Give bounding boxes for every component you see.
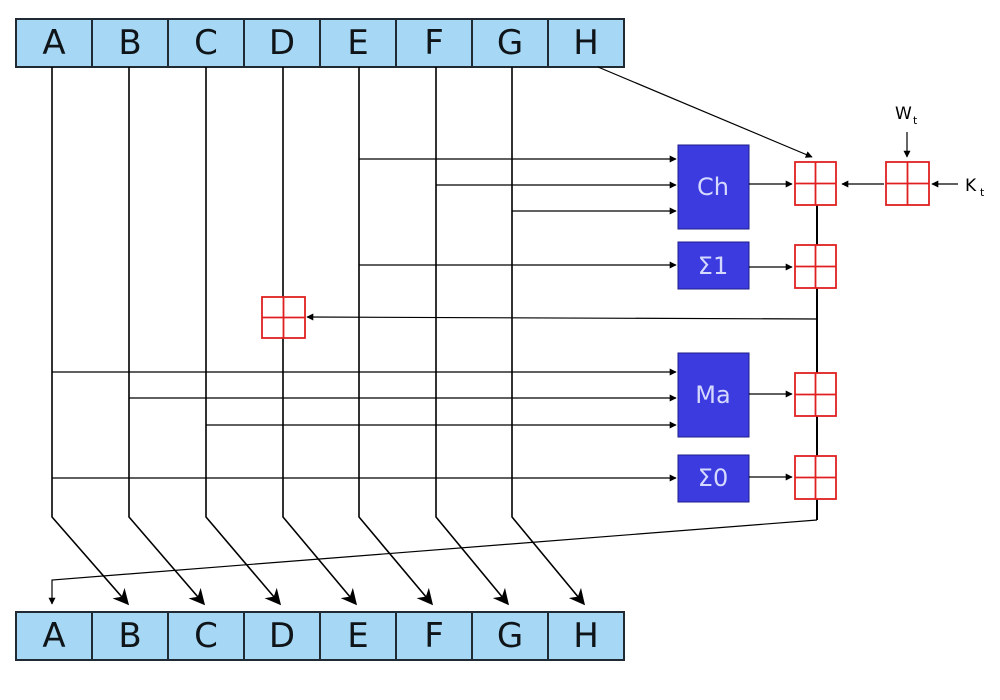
bottom-register-e-label: E xyxy=(347,616,368,656)
top-register-b: B xyxy=(91,18,169,68)
sigma1-label: Σ1 xyxy=(698,252,728,280)
wire-e-to-f xyxy=(358,67,434,606)
bottom-register-g: G xyxy=(471,611,549,661)
bottom-register-d: D xyxy=(243,611,321,661)
register-shift-wires xyxy=(51,67,586,606)
kt-label: K t xyxy=(965,176,985,199)
adder-d xyxy=(261,296,306,339)
wt-label: W t xyxy=(895,104,918,127)
bottom-register-b: B xyxy=(91,611,169,661)
wire-h-to-adder xyxy=(597,66,813,158)
bottom-register-c-label: C xyxy=(194,616,218,656)
wire-b-to-c xyxy=(128,67,206,606)
adder-ma xyxy=(794,372,837,417)
top-register-c-label: C xyxy=(194,23,218,63)
bottom-register-e: E xyxy=(319,611,397,661)
ch-box: Ch xyxy=(677,144,750,230)
wire-to-d-adder xyxy=(306,313,818,321)
wire-a-to-b xyxy=(51,67,130,606)
top-register-g: G xyxy=(471,18,549,68)
top-register-d-label: D xyxy=(269,23,295,63)
wt-label-sub: t xyxy=(913,114,918,127)
sigma0-box: Σ0 xyxy=(677,454,750,503)
wire-c-to-d xyxy=(205,67,282,606)
bottom-register-d-label: D xyxy=(269,616,295,656)
bottom-register-a-label: A xyxy=(42,616,65,656)
top-register-b-label: B xyxy=(118,23,141,63)
adder-sigma1 xyxy=(794,244,837,289)
top-register-a-label: A xyxy=(42,23,65,63)
operation-output-wires xyxy=(749,180,793,481)
sigma1-box: Σ1 xyxy=(677,241,750,290)
adder-sigma0 xyxy=(794,455,837,500)
wire-feedback-to-a xyxy=(48,519,818,605)
adder-wt-kt xyxy=(885,161,930,206)
bottom-register-f-label: F xyxy=(424,616,444,656)
bottom-register-row: A B C D E F G H xyxy=(15,611,625,661)
bottom-register-g-label: G xyxy=(497,616,523,656)
top-register-h-label: H xyxy=(573,23,599,63)
ch-input-wires xyxy=(359,155,677,215)
sigma0-label: Σ0 xyxy=(698,464,728,492)
top-register-e-label: E xyxy=(347,23,368,63)
ma-label: Ma xyxy=(695,381,730,409)
top-register-e: E xyxy=(319,18,397,68)
bottom-register-h: H xyxy=(547,611,625,661)
bottom-register-h-label: H xyxy=(573,616,599,656)
bottom-register-a: A xyxy=(15,611,93,661)
adder-top-main xyxy=(794,161,837,206)
top-register-h: H xyxy=(547,18,625,68)
ch-label: Ch xyxy=(697,173,729,201)
top-register-row: A B C D E F G H xyxy=(15,18,625,68)
wire-f-to-g xyxy=(435,67,510,606)
kt-label-base: K xyxy=(965,176,977,196)
top-register-c: C xyxy=(167,18,245,68)
ma-box: Ma xyxy=(677,352,750,438)
bottom-register-f: F xyxy=(395,611,473,661)
top-register-a: A xyxy=(15,18,93,68)
ma-input-wires xyxy=(52,368,677,429)
top-register-f-label: F xyxy=(424,23,444,63)
top-register-d: D xyxy=(243,18,321,68)
top-register-g-label: G xyxy=(497,23,523,63)
top-register-f: F xyxy=(395,18,473,68)
wt-label-base: W xyxy=(895,104,912,124)
bottom-register-b-label: B xyxy=(118,616,141,656)
kt-label-sub: t xyxy=(980,186,985,199)
wire-g-to-h xyxy=(511,67,586,606)
wire-d-to-e xyxy=(282,67,358,606)
bottom-register-c: C xyxy=(167,611,245,661)
